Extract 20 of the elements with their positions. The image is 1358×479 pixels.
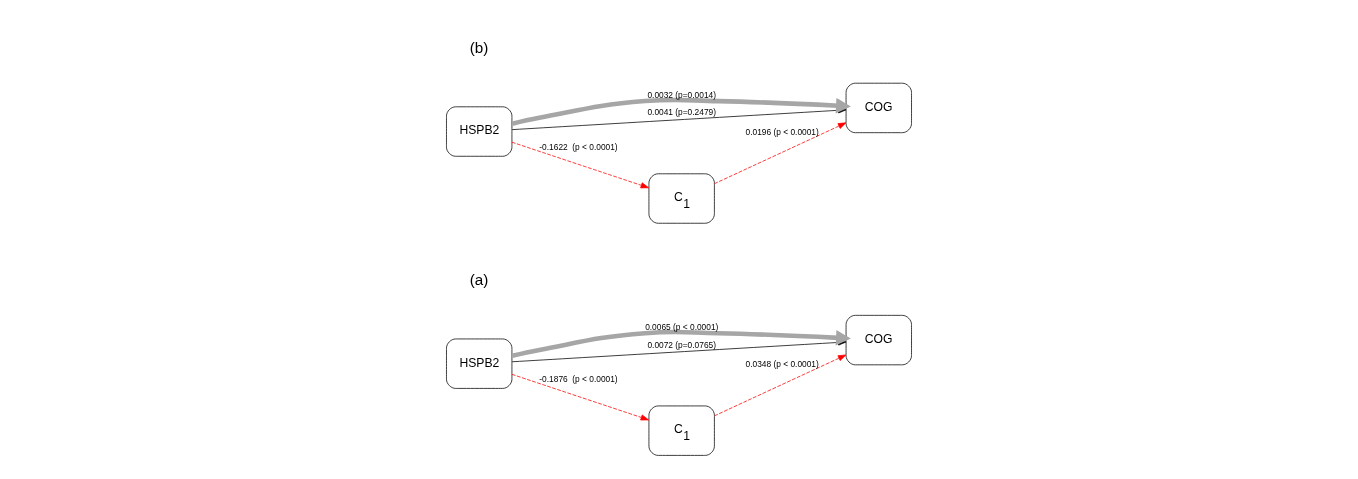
edge-label: 0.0041 (p=0.2479) — [647, 106, 716, 117]
edge-label: -0.1622 (p < 0.0001) — [539, 141, 618, 152]
node-box: HSPB2 — [446, 105, 513, 157]
node-box: COG — [845, 82, 912, 133]
edge-label: 0.0348 (p < 0.0001) — [745, 358, 819, 369]
edge-label: 0.0072 (p=0.0765) — [647, 339, 716, 350]
node-box: COG — [845, 314, 912, 365]
edge-label: 0.0032 (p=0.0014) — [647, 89, 716, 100]
arrow — [714, 354, 847, 416]
arrow — [511, 329, 851, 358]
arrow — [714, 121, 847, 184]
edge-label: 0.0196 (p < 0.0001) — [745, 126, 819, 137]
arrow — [511, 97, 851, 126]
edge-label: 0.0065 (p < 0.0001) — [645, 321, 719, 332]
label: (b) — [469, 38, 489, 56]
arrow — [511, 373, 649, 420]
node-box: HSPB2 — [446, 338, 513, 389]
edge-label: -0.1876 (p < 0.0001) — [539, 373, 618, 384]
arrow — [511, 141, 649, 188]
label: (a) — [469, 270, 489, 288]
